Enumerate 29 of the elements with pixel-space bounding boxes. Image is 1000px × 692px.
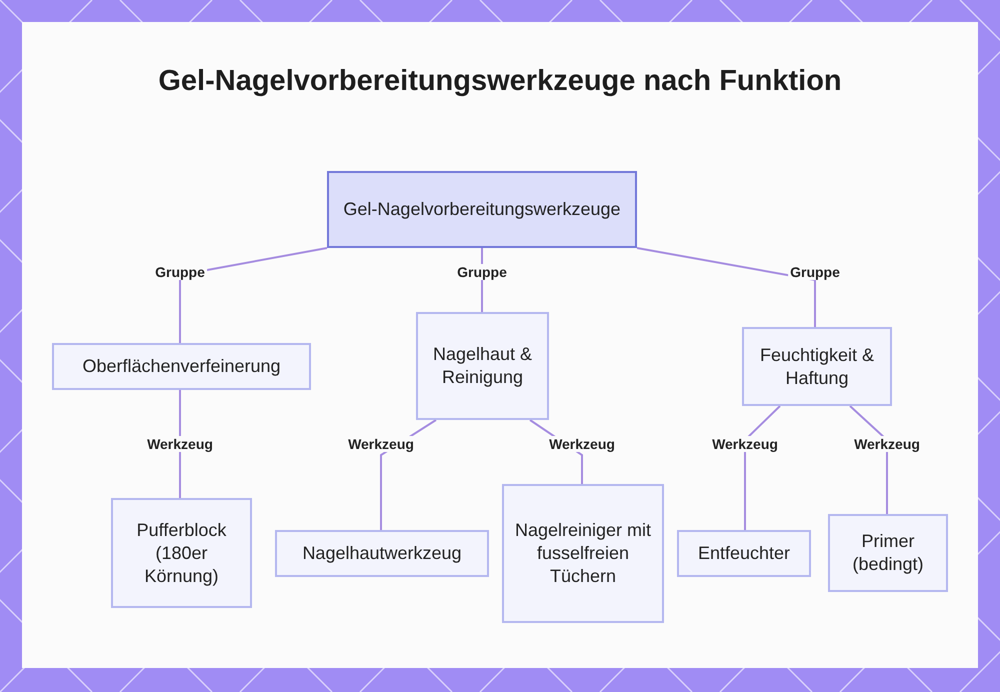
category-box — [52, 343, 311, 390]
category-box — [416, 312, 549, 420]
edge-label: Werkzeug — [346, 436, 416, 452]
root-box — [327, 171, 637, 248]
edge-label: Gruppe — [153, 264, 207, 280]
edge-label: Gruppe — [455, 264, 509, 280]
node-text: Feuchtigkeit & Haftung — [758, 344, 876, 390]
edge-label: Gruppe — [788, 264, 842, 280]
category-box — [275, 530, 489, 577]
node-text: Gel-Nagelvorbereitungswerkzeuge — [343, 198, 621, 221]
node-text: Entfeuchter — [698, 542, 790, 565]
category-box — [502, 484, 664, 623]
edge-label: Werkzeug — [145, 436, 215, 452]
connector-line — [636, 247, 816, 327]
category-box — [742, 327, 892, 406]
node-text: Nagelhautwerkzeug — [302, 542, 462, 565]
edge-label: Werkzeug — [710, 436, 780, 452]
node-text: Pufferblock (180er Körnung) — [136, 518, 228, 588]
node-text: Nagelhaut & Reinigung — [432, 343, 534, 389]
diagram-title: Gel-Nagelvorbereitungswerkzeuge nach Funktion — [157, 64, 843, 99]
node-text: Oberflächenverfeinerung — [82, 355, 281, 378]
connector-line — [744, 405, 781, 530]
category-box — [111, 498, 252, 608]
category-box — [828, 514, 948, 592]
edge-label: Werkzeug — [852, 436, 922, 452]
edge-label: Werkzeug — [547, 436, 617, 452]
node-text: Primer (bedingt) — [851, 530, 925, 576]
node-text: Nagelreiniger mit fusselfreien Tüchern — [514, 519, 652, 588]
category-box — [677, 530, 811, 577]
